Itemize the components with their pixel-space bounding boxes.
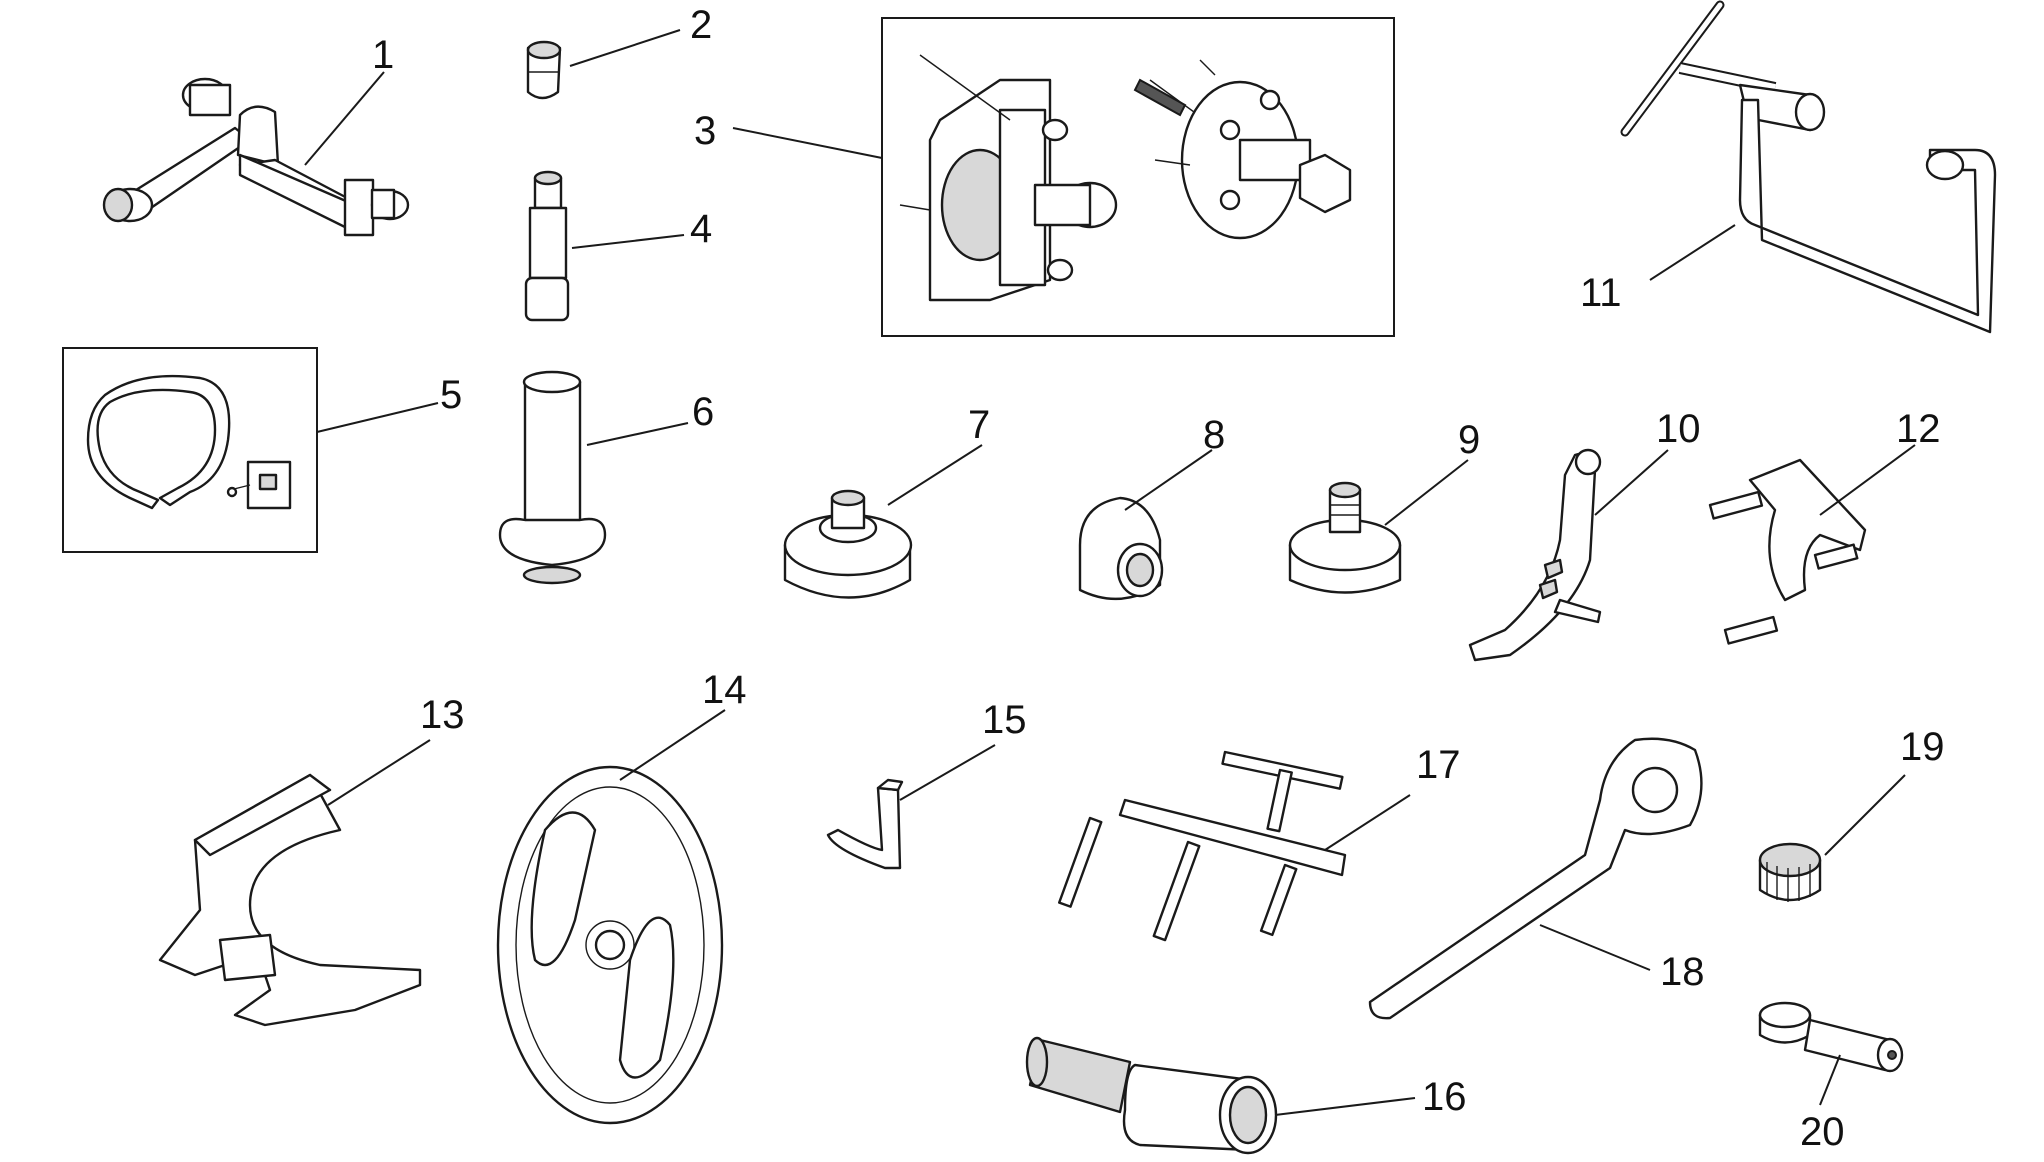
tool-4 [524, 170, 570, 322]
callout-14: 14 [702, 668, 747, 712]
callout-8: 8 [1203, 413, 1225, 457]
callout-20: 20 [1800, 1110, 1845, 1154]
callout-4: 4 [690, 207, 712, 251]
callouts: 1 2 3 4 5 6 7 8 9 10 11 12 13 14 15 16 1… [372, 3, 1945, 1154]
callout-7: 7 [968, 403, 990, 447]
callout-2: 2 [690, 3, 712, 47]
tool-13 [158, 773, 422, 1027]
tool-20 [1758, 1001, 1904, 1073]
tool-2 [526, 40, 562, 100]
tool-8 [1078, 496, 1164, 600]
tool-15 [826, 778, 904, 870]
tool-17 [1058, 750, 1347, 942]
tool-7 [783, 489, 913, 599]
callout-18: 18 [1660, 950, 1705, 994]
tool-10 [1468, 448, 1602, 662]
callout-6: 6 [692, 390, 714, 434]
tool-1 [102, 77, 410, 237]
leader-lines [304, 29, 1916, 1116]
tool-11 [1620, 0, 1997, 334]
callout-15: 15 [982, 698, 1027, 742]
callout-9: 9 [1458, 418, 1480, 462]
tool-3 [881, 17, 1395, 337]
callout-1: 1 [372, 33, 394, 77]
callout-12: 12 [1896, 407, 1941, 451]
tool-18 [1368, 737, 1703, 1020]
callout-3: 3 [694, 109, 716, 153]
tool-6 [498, 370, 607, 585]
tool-5 [62, 347, 318, 553]
callout-17: 17 [1416, 743, 1461, 787]
tool-12 [1708, 458, 1867, 645]
callout-13: 13 [420, 693, 465, 737]
callout-19: 19 [1900, 725, 1945, 769]
callout-5: 5 [440, 373, 462, 417]
tool-19 [1758, 842, 1822, 902]
callout-16: 16 [1422, 1075, 1467, 1119]
tool-16 [1025, 1036, 1278, 1155]
callout-11: 11 [1580, 271, 1622, 315]
tool-14 [496, 765, 724, 1125]
tool-9 [1288, 481, 1402, 594]
callout-10: 10 [1656, 407, 1701, 451]
